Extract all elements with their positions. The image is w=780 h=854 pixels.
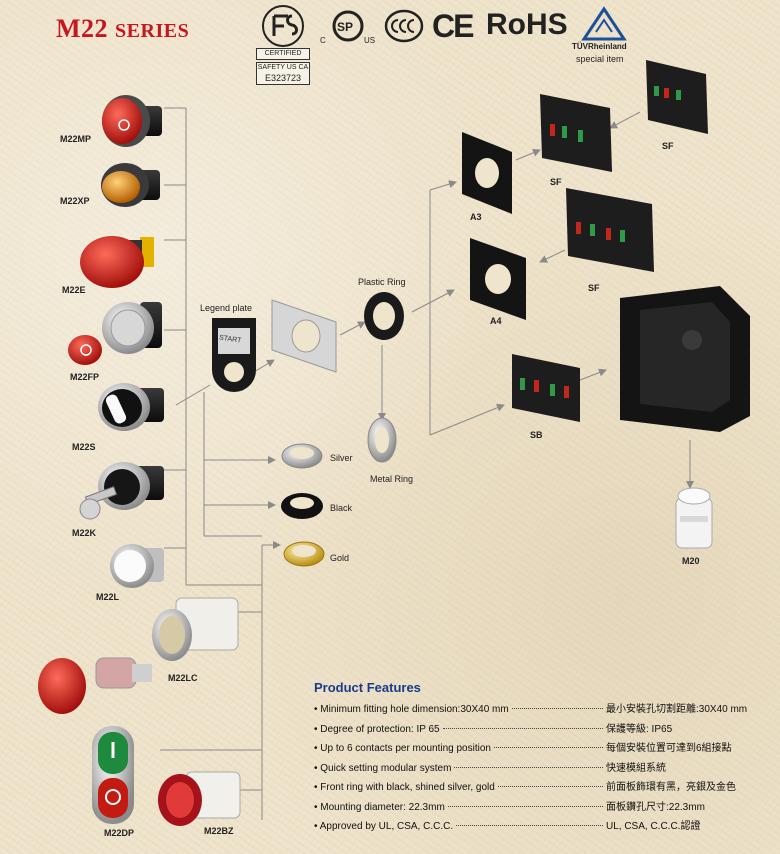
feature-english: • Minimum fitting hole dimension:30X40 m… <box>314 704 509 715</box>
feature-chinese: UL, CSA, C.C.C.認證 <box>606 821 701 832</box>
feature-chinese: 面板鑽孔尺寸:22.3mm <box>606 801 705 813</box>
feature-english: • Quick setting modular system <box>314 762 452 774</box>
ccc-cert-logo <box>384 8 424 49</box>
feature-english: • Approved by UL, CSA, C.C.C. <box>314 821 454 832</box>
ul-cert-logo: CERTIFIED SAFETY US CA E323723 <box>254 4 312 96</box>
feature-english: • Degree of protection: IP 65 <box>314 723 440 735</box>
m22s-selector-image <box>98 383 164 431</box>
tuv-logo: TÜVRheinland special item <box>572 6 636 66</box>
rohs-mark: RoHS <box>486 8 568 41</box>
leader-dots <box>493 747 603 748</box>
adapter-a4-image <box>470 238 526 320</box>
label-m20: M20 <box>682 556 700 566</box>
feature-row: • Mounting diameter: 22.3mm 面板鑽孔尺寸:22.3mm <box>314 798 774 818</box>
features-title: Product Features <box>314 680 421 695</box>
label-m22dp: M22DP <box>104 828 135 838</box>
label-sf-low: SF <box>588 283 600 293</box>
label-m22fp: M22FP <box>70 372 100 382</box>
label-plastic-ring: Plastic Ring <box>358 277 406 287</box>
black-ring-image <box>281 493 323 519</box>
series-title: M22 SERIES <box>56 14 189 44</box>
feature-row: • Quick setting modular system 快速模組系統 <box>314 759 774 779</box>
csa-us-label: US <box>364 36 376 45</box>
ce-mark: CE <box>432 8 474 44</box>
csa-cert-logo: SP C US <box>320 8 376 48</box>
leader-dots <box>442 727 603 729</box>
label-silver: Silver <box>330 453 353 463</box>
label-m22k: M22K <box>72 528 97 538</box>
label-m22l: M22L <box>96 592 120 602</box>
svg-text:SP: SP <box>337 20 353 34</box>
feature-row: • Front ring with black, shined silver, … <box>314 778 774 798</box>
label-sf-mid: SF <box>550 177 562 187</box>
contact-block-sf-low-image <box>566 188 654 272</box>
contact-block-sf-top-image <box>646 60 708 134</box>
adapter-a3-image <box>462 132 512 214</box>
label-m22bz: M22BZ <box>204 826 234 836</box>
label-m22mp: M22MP <box>60 134 92 144</box>
contact-block-sb-image <box>512 354 580 422</box>
label-a4: A4 <box>490 316 502 326</box>
cert-number: E323723 <box>264 73 302 83</box>
leader-dots <box>511 708 603 709</box>
feature-chinese: 前面板飾環有黑，亮銀及金色 <box>606 782 736 793</box>
metal-ring-image <box>367 417 397 463</box>
leader-dots <box>447 805 603 807</box>
feature-english: • Up to 6 contacts per mounting position <box>314 743 491 754</box>
feature-chinese: 保護等級: IP65 <box>606 723 673 735</box>
label-sf-top: SF <box>662 141 674 151</box>
m22dp-double-button-image <box>92 726 134 824</box>
csa-c-label: C <box>320 36 326 45</box>
label-m22e: M22E <box>62 285 86 295</box>
series-main: M22 <box>56 14 109 43</box>
certified-label: CERTIFIED <box>264 50 302 57</box>
plastic-ring-image <box>364 292 404 340</box>
contact-block-sf-mid-image <box>540 94 612 172</box>
label-sb: SB <box>530 430 543 440</box>
enclosure-box-image <box>620 286 750 432</box>
m22k-keyswitch-image <box>79 462 164 520</box>
feature-row: • Approved by UL, CSA, C.C.C. UL, CSA, C.… <box>314 817 774 837</box>
left-bracket-lines <box>160 107 263 820</box>
mounting-plate-image <box>271 299 337 373</box>
m22fp-button-image <box>68 302 162 365</box>
feature-chinese: 每個安裝位置可達到6組接點 <box>606 743 732 754</box>
label-legend-plate: Legend plate <box>200 303 253 313</box>
feature-english: • Mounting diameter: 22.3mm <box>314 801 445 813</box>
legend-plate-image <box>212 318 256 392</box>
label-metal-ring: Metal Ring <box>370 474 414 484</box>
label-gold: Gold <box>330 553 350 563</box>
m22xp-button-image <box>101 163 160 207</box>
silver-ring-image <box>281 443 323 469</box>
m22bz-buzzer-image <box>158 771 241 826</box>
safety-label: SAFETY US CA <box>257 64 309 71</box>
cable-gland-m20-image <box>675 487 713 549</box>
feature-chinese: 快速模組系統 <box>606 762 666 774</box>
label-m22lc: M22LC <box>168 673 198 683</box>
feature-list: • Minimum fitting hole dimension:30X40 m… <box>314 700 774 837</box>
leader-dots <box>456 825 603 826</box>
m22e-button-image <box>80 236 154 288</box>
m22mp-button-image <box>102 95 162 147</box>
m22lc-light-image <box>38 597 239 714</box>
feature-english: • Front ring with black, shined silver, … <box>314 782 495 793</box>
feature-row: • Minimum fitting hole dimension:30X40 m… <box>314 700 774 720</box>
label-m22xp: M22XP <box>60 196 90 206</box>
leader-dots <box>497 786 603 787</box>
feature-row: • Up to 6 contacts per mounting position… <box>314 739 774 759</box>
label-black: Black <box>330 503 353 513</box>
feature-row: • Degree of protection: IP 65 保護等級: IP65 <box>314 720 774 740</box>
label-m22s: M22S <box>72 442 96 452</box>
tuv-brand: TÜVRheinland <box>572 42 627 51</box>
tuv-note: special item <box>576 54 624 64</box>
label-a3: A3 <box>470 212 482 222</box>
series-sub: SERIES <box>115 20 190 42</box>
feature-chinese: 最小安裝孔切割距離:30X40 mm <box>606 704 748 715</box>
m22l-pilot-light-image <box>110 544 164 588</box>
leader-dots <box>454 766 603 768</box>
gold-ring-image <box>283 541 325 567</box>
product-features: Product Features • Minimum fitting hole … <box>314 680 774 837</box>
